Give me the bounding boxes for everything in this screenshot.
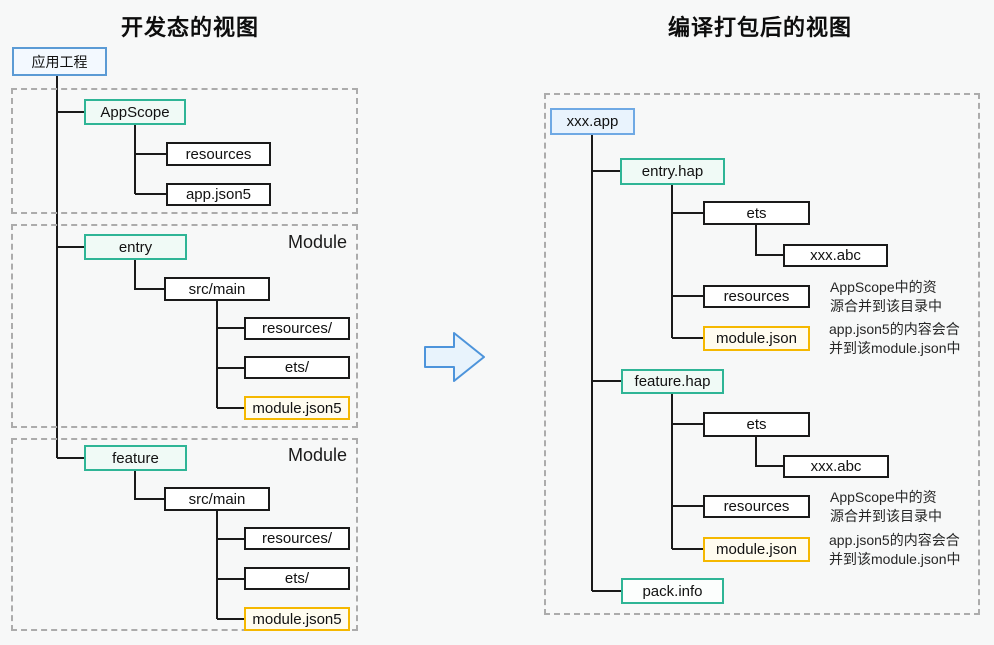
node-app-project: 应用工程 <box>12 47 107 76</box>
entry-module-label: Module <box>288 232 348 252</box>
node-appscope: AppScope <box>84 99 186 125</box>
node-xxx-app: xxx.app <box>550 108 635 135</box>
node-feature-hap-resources: resources <box>703 495 810 518</box>
node-entry-module-json5: module.json5 <box>244 396 350 420</box>
node-entry-hap: entry.hap <box>620 158 725 185</box>
node-pack-info: pack.info <box>621 578 724 604</box>
node-feature-hap: feature.hap <box>621 369 724 394</box>
node-feature-hap-ets: ets <box>703 412 810 437</box>
node-appscope-resources: resources <box>166 142 271 166</box>
node-entry: entry <box>84 234 187 260</box>
node-feature: feature <box>84 445 187 471</box>
feature-module-group-box <box>11 438 358 631</box>
node-entry-hap-abc: xxx.abc <box>783 244 888 267</box>
node-entry-hap-resources: resources <box>703 285 810 308</box>
left-panel-title: 开发态的视图 <box>120 15 259 40</box>
arrow-right-icon <box>424 332 485 382</box>
node-entry-resources: resources/ <box>244 317 350 340</box>
node-entry-hap-ets: ets <box>703 201 810 225</box>
node-feature-src-main: src/main <box>164 487 270 511</box>
feature-module-label: Module <box>288 445 348 465</box>
node-feature-hap-abc: xxx.abc <box>783 455 889 478</box>
node-feature-module-json5: module.json5 <box>244 607 350 631</box>
appscope-group-box <box>11 88 358 214</box>
node-feature-hap-module-json: module.json <box>703 537 810 562</box>
feature-hap-module-json-note: app.json5的内容会合 并到该module.json中 <box>829 532 961 567</box>
feature-hap-resources-note: AppScope中的资 源合并到该目录中 <box>830 489 942 524</box>
entry-module-group-box <box>11 224 358 428</box>
node-entry-hap-module-json: module.json <box>703 326 810 351</box>
node-feature-resources: resources/ <box>244 527 350 550</box>
node-entry-ets: ets/ <box>244 356 350 379</box>
node-app-json5: app.json5 <box>166 183 271 206</box>
entry-hap-resources-note: AppScope中的资 源合并到该目录中 <box>830 279 942 314</box>
right-panel-title: 编译打包后的视图 <box>667 15 852 40</box>
node-entry-src-main: src/main <box>164 277 270 301</box>
entry-hap-module-json-note: app.json5的内容会合 并到该module.json中 <box>829 321 961 356</box>
node-feature-ets: ets/ <box>244 567 350 590</box>
packaged-group-box <box>544 93 980 615</box>
